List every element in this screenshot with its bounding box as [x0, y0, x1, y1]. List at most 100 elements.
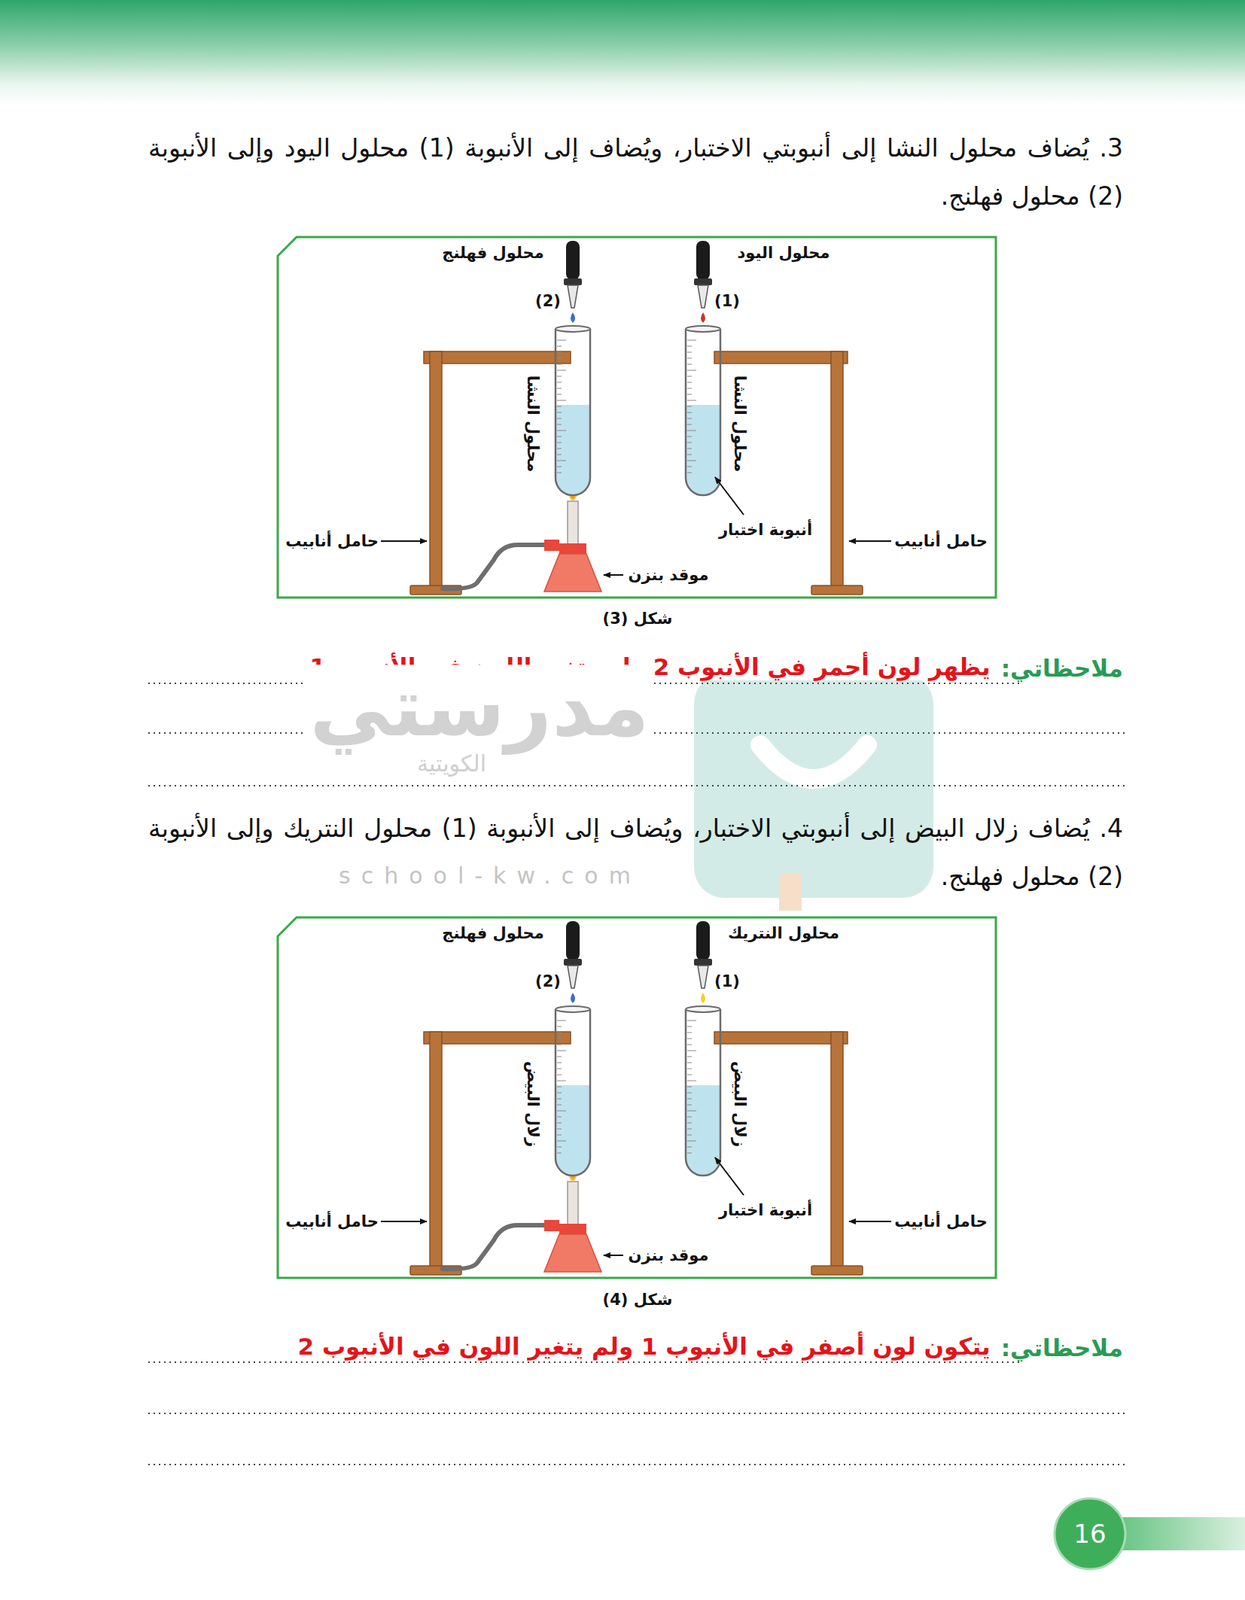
stand-base	[811, 1266, 863, 1276]
graduation	[687, 358, 692, 360]
dotted-line	[148, 683, 1128, 1465]
graduation	[557, 352, 562, 354]
graduation	[557, 472, 562, 474]
graduation	[557, 382, 562, 384]
dropper-bulb	[566, 921, 580, 961]
graduation	[687, 1092, 692, 1094]
graduation	[687, 1038, 692, 1040]
graduation	[687, 1020, 697, 1022]
dropper-collar	[694, 958, 713, 966]
graduation	[557, 466, 562, 468]
dropper-tip	[697, 285, 709, 308]
graduation	[557, 460, 567, 462]
callout-number: (2)	[535, 972, 561, 991]
stand-post	[429, 1031, 442, 1270]
graduation	[557, 370, 567, 372]
figure-frame: محلول فهلنج(2)محلول اليود(1)محلول النشام…	[275, 234, 999, 600]
graduation	[557, 400, 567, 402]
graduation	[557, 1153, 562, 1154]
graduation	[687, 1129, 692, 1130]
graduation	[557, 1032, 562, 1034]
graduation	[557, 1044, 562, 1046]
graduation	[687, 448, 692, 450]
tube-content-label: محلول النشا	[730, 375, 749, 472]
graduation	[687, 1086, 692, 1088]
graduation	[687, 424, 692, 426]
watermark: الكويتية	[412, 751, 491, 777]
stand-post	[429, 351, 442, 589]
tube-content-label: زلال البيض	[730, 1061, 749, 1148]
dropper-tip	[697, 965, 709, 989]
graduation	[557, 1104, 562, 1106]
callout-number: (1)	[714, 972, 740, 991]
graduation	[687, 1104, 692, 1106]
reagent-label: محلول النتريك	[727, 924, 840, 943]
graduation	[687, 1044, 692, 1046]
reagent-label: محلول فهلنج	[441, 924, 544, 943]
test-tube	[555, 328, 591, 496]
graduation	[687, 388, 692, 390]
part-label: موقد بنزن	[628, 566, 710, 585]
graduation	[557, 406, 562, 408]
stand-arm	[714, 1031, 848, 1045]
graduation	[687, 1141, 697, 1142]
watermark-logo	[779, 873, 802, 911]
graduation	[557, 1026, 562, 1028]
graduation	[557, 1111, 567, 1112]
graduation	[557, 364, 562, 366]
part-label: موقد بنزن	[628, 1246, 710, 1265]
graduation	[687, 430, 697, 432]
lab-illustration	[275, 915, 999, 1281]
notes-heading: ملاحظاتي:	[1001, 1334, 1124, 1362]
stand-base	[811, 585, 863, 595]
stand-post	[831, 1031, 844, 1270]
burner-collar	[559, 543, 587, 555]
tube-content-label: محلول النشا	[523, 375, 542, 472]
graduation	[687, 352, 692, 354]
instruction-text: 4. يُضاف زلال البيض إلى أنبوبتي الاختبار…	[148, 804, 1124, 902]
graduation	[687, 1123, 692, 1124]
gas-inlet	[544, 539, 560, 551]
notes-heading: ملاحظاتي:	[1001, 654, 1124, 682]
graduation	[557, 1086, 562, 1088]
graduation	[687, 460, 697, 462]
graduation	[687, 466, 692, 468]
graduation	[687, 436, 692, 438]
test-tube	[555, 1009, 591, 1176]
graduation	[687, 1062, 692, 1064]
graduation	[557, 394, 562, 396]
graduation	[687, 364, 692, 366]
test-tube-rim	[555, 325, 591, 332]
dropper-tip	[567, 965, 579, 989]
graduation	[687, 340, 697, 341]
graduation	[557, 412, 562, 414]
header-band	[0, 0, 1245, 106]
part-label: حامل أنابيب	[285, 1212, 379, 1231]
part-label: حامل أنابيب	[894, 1212, 988, 1231]
graduation	[687, 1111, 697, 1112]
graduation	[557, 1050, 567, 1052]
graduation	[557, 436, 562, 438]
graduation	[687, 442, 692, 444]
graduation	[557, 358, 562, 360]
figure-frame	[277, 237, 996, 598]
graduation	[557, 1092, 562, 1094]
leader-arrow	[603, 574, 624, 576]
part-label: أنبوبة اختبار	[718, 1201, 813, 1220]
drop	[700, 312, 706, 323]
liquid	[555, 1085, 591, 1176]
graduation	[687, 1147, 692, 1148]
leader-arrow	[715, 1157, 744, 1196]
reagent-label: محلول فهلنج	[441, 243, 544, 262]
graduation	[687, 394, 692, 396]
part-label: حامل أنابيب	[285, 532, 379, 551]
test-tube-rim	[555, 1006, 591, 1013]
graduation	[687, 370, 697, 372]
watermark: school-kw.com	[338, 862, 642, 889]
figure-caption: شكل (4)	[602, 1290, 673, 1309]
dropper-collar	[563, 278, 582, 286]
graduation	[557, 346, 562, 348]
figure-caption: شكل (3)	[602, 609, 673, 628]
dropper-bulb	[696, 240, 710, 281]
